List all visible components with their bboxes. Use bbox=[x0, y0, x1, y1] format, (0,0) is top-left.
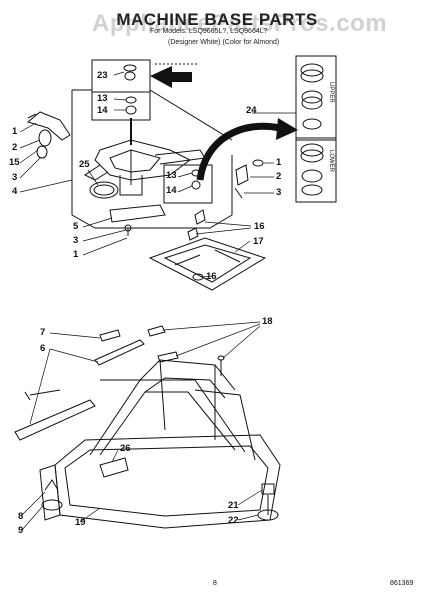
part-13-upper bbox=[125, 96, 137, 104]
part-26-bracket bbox=[99, 457, 129, 478]
callout-3-lower: 3 bbox=[73, 235, 79, 246]
callout-2-right: 2 bbox=[276, 171, 282, 182]
callout-8: 8 bbox=[18, 511, 24, 522]
callout-13-lower: 13 bbox=[166, 170, 177, 181]
callout-5: 5 bbox=[73, 221, 79, 232]
part-16-clip bbox=[194, 209, 206, 225]
curved-arrow bbox=[196, 122, 281, 181]
box-24-lower bbox=[295, 137, 337, 203]
box-13-14-upper bbox=[91, 91, 151, 121]
label-lower: LOWER bbox=[328, 150, 334, 173]
callout-25: 25 bbox=[79, 159, 90, 170]
callout-18: 18 bbox=[262, 316, 273, 327]
callout-16-right: 16 bbox=[254, 221, 265, 232]
part-6-rail-upper bbox=[94, 339, 145, 366]
callout-6: 6 bbox=[40, 343, 46, 354]
callout-9: 9 bbox=[18, 525, 24, 536]
callout-1-lower: 1 bbox=[73, 249, 79, 260]
callout-23: 23 bbox=[97, 70, 108, 81]
part-6-rail-lower bbox=[14, 399, 96, 441]
callout-3-left: 3 bbox=[12, 172, 18, 183]
part-7-pad bbox=[99, 329, 121, 342]
part-21-foot bbox=[261, 483, 275, 495]
callout-19: 19 bbox=[75, 517, 86, 528]
callout-22: 22 bbox=[228, 515, 239, 526]
part-14-upper bbox=[125, 105, 137, 115]
part-5-bracket bbox=[109, 204, 166, 223]
model-subtitle: For Models: LSQ9665L?, LSQ9664L? bbox=[150, 28, 268, 35]
part-17-plate bbox=[148, 237, 267, 291]
callout-1-left: 1 bbox=[12, 126, 18, 137]
callout-1-right: 1 bbox=[276, 157, 282, 168]
label-upper: UPPER bbox=[328, 82, 334, 103]
callout-21: 21 bbox=[228, 500, 239, 511]
callout-3-right: 3 bbox=[276, 187, 282, 198]
page-title: MACHINE BASE PARTS bbox=[116, 10, 318, 29]
callout-24: 24 bbox=[246, 105, 257, 116]
part-15-spring bbox=[38, 129, 52, 147]
part-bracket-left bbox=[26, 111, 71, 141]
callout-2-left: 2 bbox=[12, 142, 18, 153]
part-23-top bbox=[123, 64, 137, 72]
callout-17: 17 bbox=[253, 236, 264, 247]
callout-7: 7 bbox=[40, 327, 46, 338]
box-13-14-lower bbox=[163, 164, 213, 204]
callout-13-upper: 13 bbox=[97, 93, 108, 104]
base-frame-uprights bbox=[89, 379, 246, 456]
part-18-clip-2 bbox=[157, 351, 179, 363]
page-number: 8 bbox=[213, 580, 217, 587]
box-24-upper bbox=[295, 55, 337, 141]
callout-14-lower: 14 bbox=[166, 185, 177, 196]
callout-14-upper: 14 bbox=[97, 105, 108, 116]
part-25-ring bbox=[89, 181, 119, 199]
callout-16-center: 16 bbox=[206, 271, 217, 282]
callout-4: 4 bbox=[12, 186, 18, 197]
part-18-clip-1 bbox=[147, 325, 166, 337]
part-19-base-frame bbox=[54, 434, 281, 529]
part-clip-right bbox=[235, 164, 249, 186]
watermark: AppliancePartsPros.com bbox=[92, 10, 388, 37]
upper-assembly-outline-2 bbox=[71, 90, 233, 229]
color-subtitle: (Designer White) (Color for Almond) bbox=[168, 39, 280, 46]
arrow-left bbox=[150, 66, 192, 88]
callout-26: 26 bbox=[120, 443, 131, 454]
diagram-code: 861369 bbox=[390, 580, 414, 587]
callout-15: 15 bbox=[9, 157, 20, 168]
